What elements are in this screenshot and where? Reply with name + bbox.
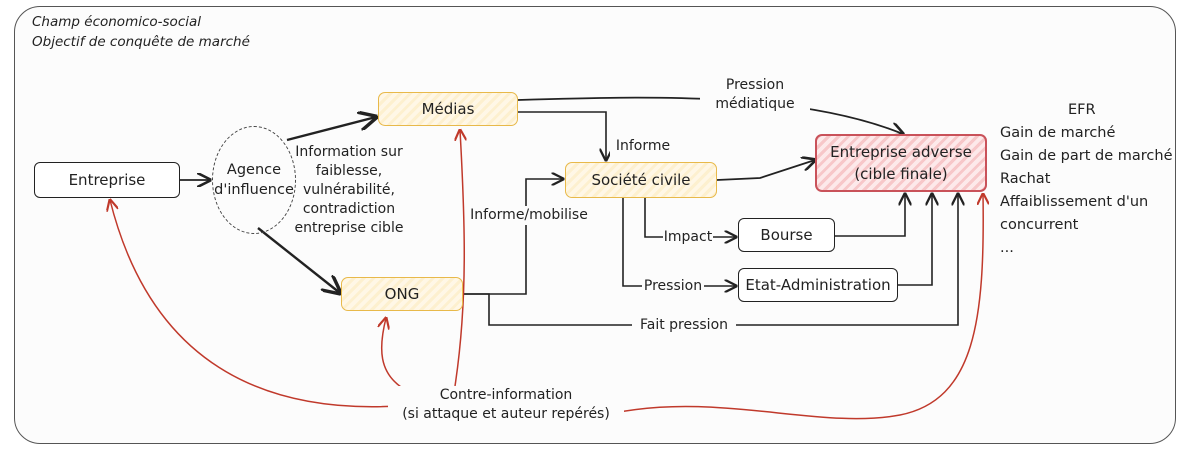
- edge-etat-adverse: [898, 194, 932, 286]
- information-line-1: Information sur: [295, 144, 403, 160]
- node-agence-influence[interactable]: Agence d'influence: [212, 126, 296, 234]
- contre-information-line-1: Contre-information: [439, 387, 573, 403]
- edge-medias-societe: [518, 111, 606, 160]
- label-pression-mediatique: Pression médiatique: [700, 76, 810, 114]
- pression-mediatique-line-1: Pression: [725, 77, 785, 93]
- edge-societe-adverse: [716, 160, 815, 181]
- efr-item: Rachat: [1000, 171, 1051, 187]
- label-impact: Impact: [663, 228, 713, 247]
- pression-mediatique-line-2: médiatique: [715, 96, 795, 112]
- efr-list: EFR Gain de marché Gain de part de march…: [1000, 99, 1173, 260]
- context-subtitle: Objectif de conquête de marché: [32, 34, 250, 50]
- domain-frame: [14, 6, 1176, 444]
- edge-contre-medias: [455, 130, 464, 387]
- edge-ong-adverse: [463, 194, 958, 326]
- edge-bourse-adverse: [835, 194, 905, 237]
- adverse-line2: (cible finale): [854, 165, 948, 183]
- label-pression: Pression: [642, 277, 704, 296]
- node-entreprise[interactable]: Entreprise: [34, 162, 180, 198]
- efr-item: Gain de marché: [1000, 125, 1116, 141]
- label-informe-mobilise: Informe/mobilise: [468, 206, 590, 225]
- node-medias[interactable]: Médias: [378, 92, 518, 126]
- information-line-2: faiblesse,: [315, 163, 383, 179]
- agence-line1: Agence: [226, 162, 282, 178]
- efr-item: ...: [1000, 240, 1014, 256]
- information-line-4: contradiction: [302, 201, 396, 217]
- agence-line2: d'influence: [214, 182, 294, 198]
- information-line-3: vulnérabilité,: [303, 182, 395, 198]
- node-entreprise-adverse[interactable]: Entreprise adverse (cible finale): [815, 134, 987, 192]
- edge-contre-adverse: [613, 194, 983, 420]
- node-etat-administration[interactable]: Etat-Administration: [738, 268, 898, 302]
- edge-agence-ong: [257, 227, 340, 293]
- information-line-5: entreprise cible: [294, 220, 404, 236]
- edge-contre-ong: [382, 318, 402, 388]
- efr-item: Affaiblissement d'un: [1000, 194, 1149, 210]
- edge-agence-medias: [286, 117, 376, 142]
- label-information: Information sur faiblesse, vulnérabilité…: [290, 143, 408, 238]
- efr-title: EFR: [1068, 102, 1096, 118]
- node-societe-civile[interactable]: Société civile: [565, 162, 717, 198]
- edge-contre-entreprise: [110, 200, 413, 408]
- label-fait-pression: Fait pression: [632, 316, 736, 335]
- context-title: Champ économico-social: [32, 14, 202, 30]
- label-contre-information: Contre-information (si attaque et auteur…: [388, 386, 624, 424]
- efr-item: Gain de part de marché: [1000, 148, 1173, 164]
- adverse-line1: Entreprise adverse: [830, 143, 972, 161]
- efr-item: concurrent: [1000, 217, 1079, 233]
- contre-information-line-2: (si attaque et auteur repérés): [402, 406, 610, 422]
- edge-ong-societe: [463, 179, 563, 295]
- label-informe: Informe: [610, 137, 676, 156]
- node-ong[interactable]: ONG: [341, 277, 463, 311]
- node-bourse[interactable]: Bourse: [738, 218, 835, 252]
